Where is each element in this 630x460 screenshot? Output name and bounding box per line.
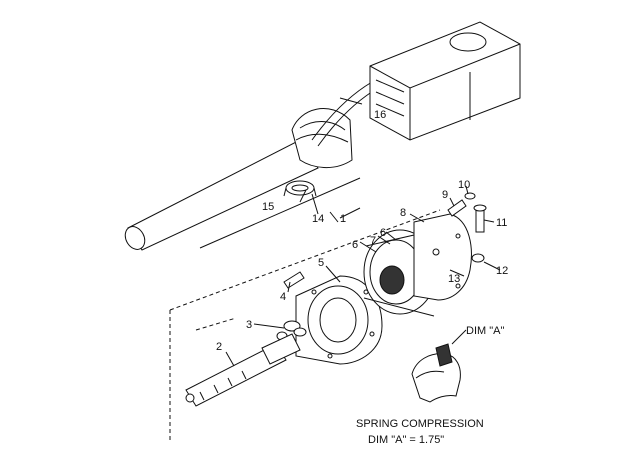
pin-4 [283, 271, 305, 289]
callout-16: 16 [374, 109, 386, 121]
callout-13: 13 [448, 273, 460, 285]
callout-9: 9 [442, 189, 448, 201]
callout-7: 7 [370, 235, 376, 247]
caption-line-2: DIM "A" = 1.75" [368, 434, 444, 446]
callout-14: 14 [312, 213, 324, 225]
callout-6-upper: 6 [380, 227, 386, 239]
caption-line-1: SPRING COMPRESSION [356, 418, 484, 430]
callout-11: 11 [496, 217, 507, 229]
backing-plate-8 [413, 213, 485, 301]
clamp-part-15 [283, 180, 317, 197]
shaft-2 [185, 333, 301, 407]
callout-6-lower: 6 [352, 239, 358, 251]
plate-5 [295, 275, 383, 365]
dim-a-detail [411, 329, 467, 403]
dim-a-label: DIM "A" [466, 325, 504, 337]
callout-3: 3 [246, 319, 252, 331]
tube-assembly [124, 81, 379, 251]
callout-12: 12 [496, 265, 508, 277]
bolt-11 [473, 204, 487, 233]
callout-15: 15 [262, 201, 274, 213]
callout-1: 1 [340, 213, 346, 225]
callout-10: 10 [458, 179, 470, 191]
dashed-reference-lines [169, 177, 441, 440]
callout-4: 4 [280, 291, 286, 303]
leader-lines [225, 97, 501, 367]
bolt-9 [447, 199, 467, 217]
housing-block [369, 21, 521, 141]
callout-8: 8 [400, 207, 406, 219]
callout-2: 2 [216, 341, 222, 353]
nut-10 [464, 192, 476, 200]
callout-5: 5 [318, 257, 324, 269]
